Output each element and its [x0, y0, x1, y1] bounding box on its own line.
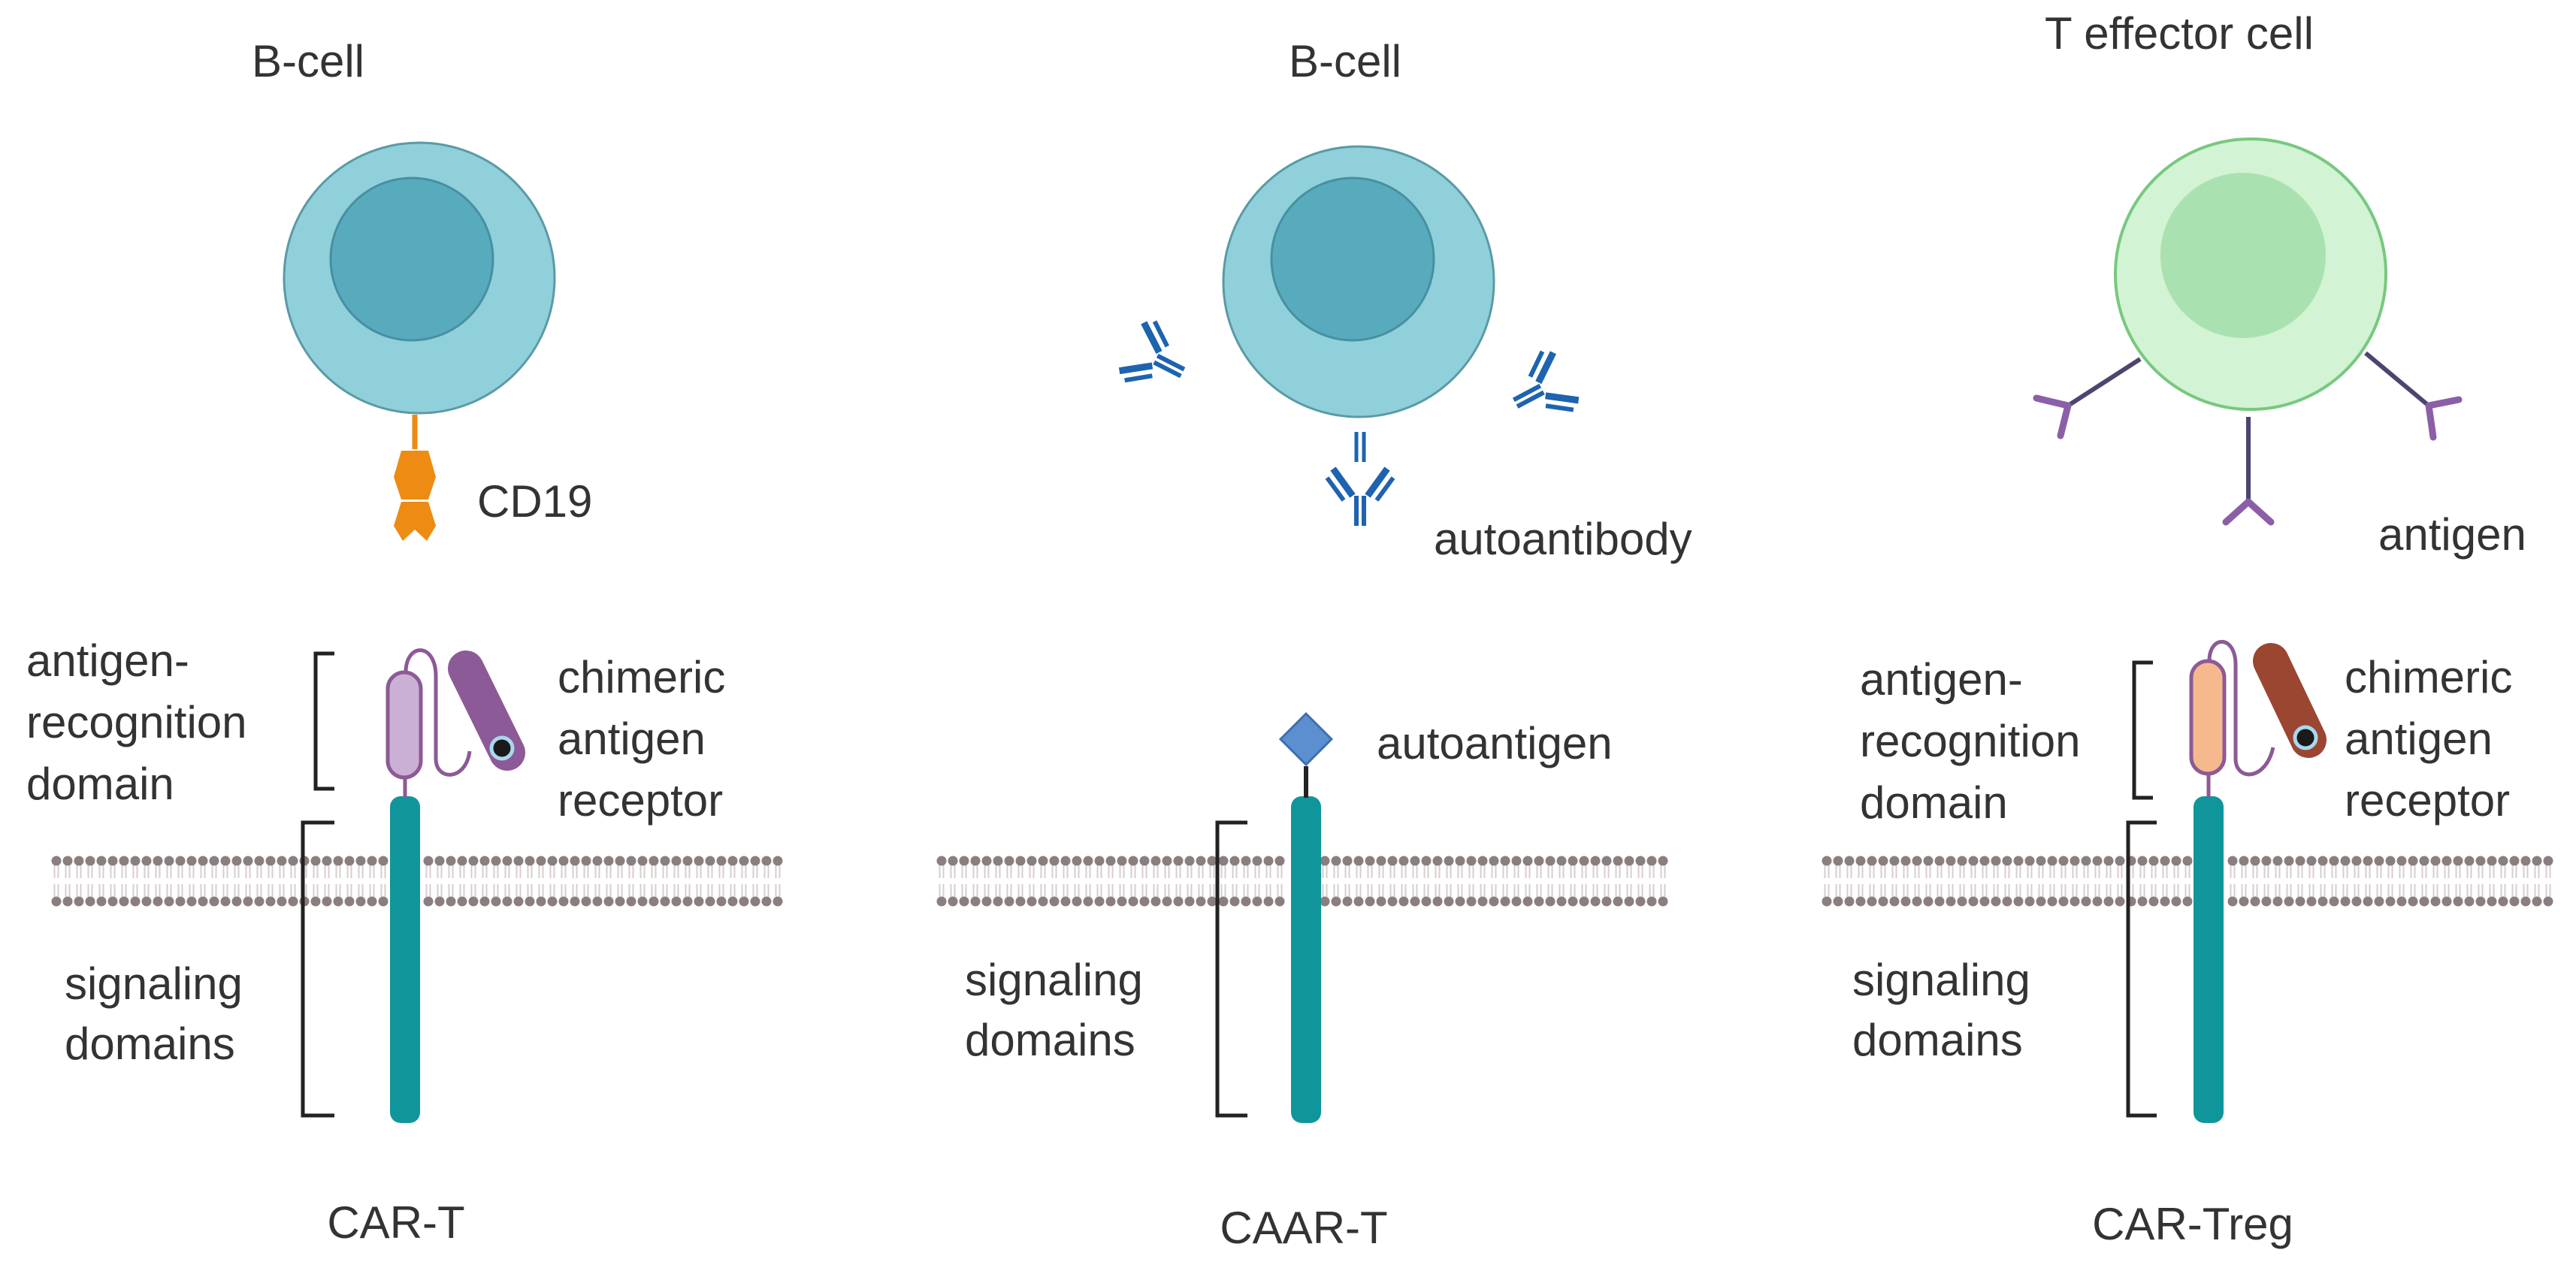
signaling-label: signaling domains [1852, 955, 2043, 1065]
recognition-label: antigen- recognition domain [26, 635, 259, 809]
antibody-icon [1117, 317, 1198, 402]
cell-membrane [1821, 840, 2561, 922]
signaling-bracket [1215, 820, 1247, 1118]
signaling-label: signaling domains [965, 955, 1156, 1065]
signaling-label: signaling domains [65, 959, 255, 1069]
ligand-label: autoantibody [1434, 514, 1692, 564]
recognition-bracket [313, 651, 334, 791]
panel-caar-t: B-cell autoantibody autoantigen [936, 36, 1692, 1253]
signaling-bracket [2126, 820, 2157, 1118]
receptor-label: chimeric antigen receptor [558, 652, 738, 826]
recognition-label: autoantigen [1377, 718, 1613, 768]
t-effector-cell [2114, 137, 2387, 411]
panel-car-t: B-cell CD19 antigen- recogni [26, 36, 789, 1248]
ligand-label: antigen [2378, 509, 2526, 560]
cell-label: T effector cell [2045, 8, 2314, 59]
antigen-icon [2033, 357, 2142, 439]
panel-car-treg: T effector cell antigen [1821, 8, 2561, 1249]
cd19-icon [394, 415, 436, 541]
car-receptor-icon [385, 648, 525, 1123]
antigen-icon [2364, 351, 2463, 441]
caar-receptor-icon [1278, 711, 1334, 1123]
recognition-label: antigen- recognition domain [1860, 654, 2093, 828]
ligand-label: CD19 [477, 476, 592, 527]
panel-title: CAR-T [327, 1197, 464, 1248]
signaling-bracket [301, 820, 334, 1118]
b-cell [1222, 145, 1495, 418]
b-cell [283, 141, 556, 415]
cell-membrane [50, 840, 789, 922]
car-receptor-icon [2189, 639, 2327, 1123]
panel-title: CAR-Treg [2092, 1199, 2293, 1249]
receptor-label: chimeric antigen receptor [2345, 652, 2525, 826]
cell-label: B-cell [252, 36, 364, 86]
recognition-bracket [2132, 660, 2153, 800]
antigen-icon [2222, 417, 2275, 526]
antibody-icon [1327, 432, 1393, 526]
cell-label: B-cell [1289, 36, 1401, 86]
panel-title: CAAR-T [1220, 1203, 1387, 1253]
antibody-icon [1500, 347, 1581, 432]
